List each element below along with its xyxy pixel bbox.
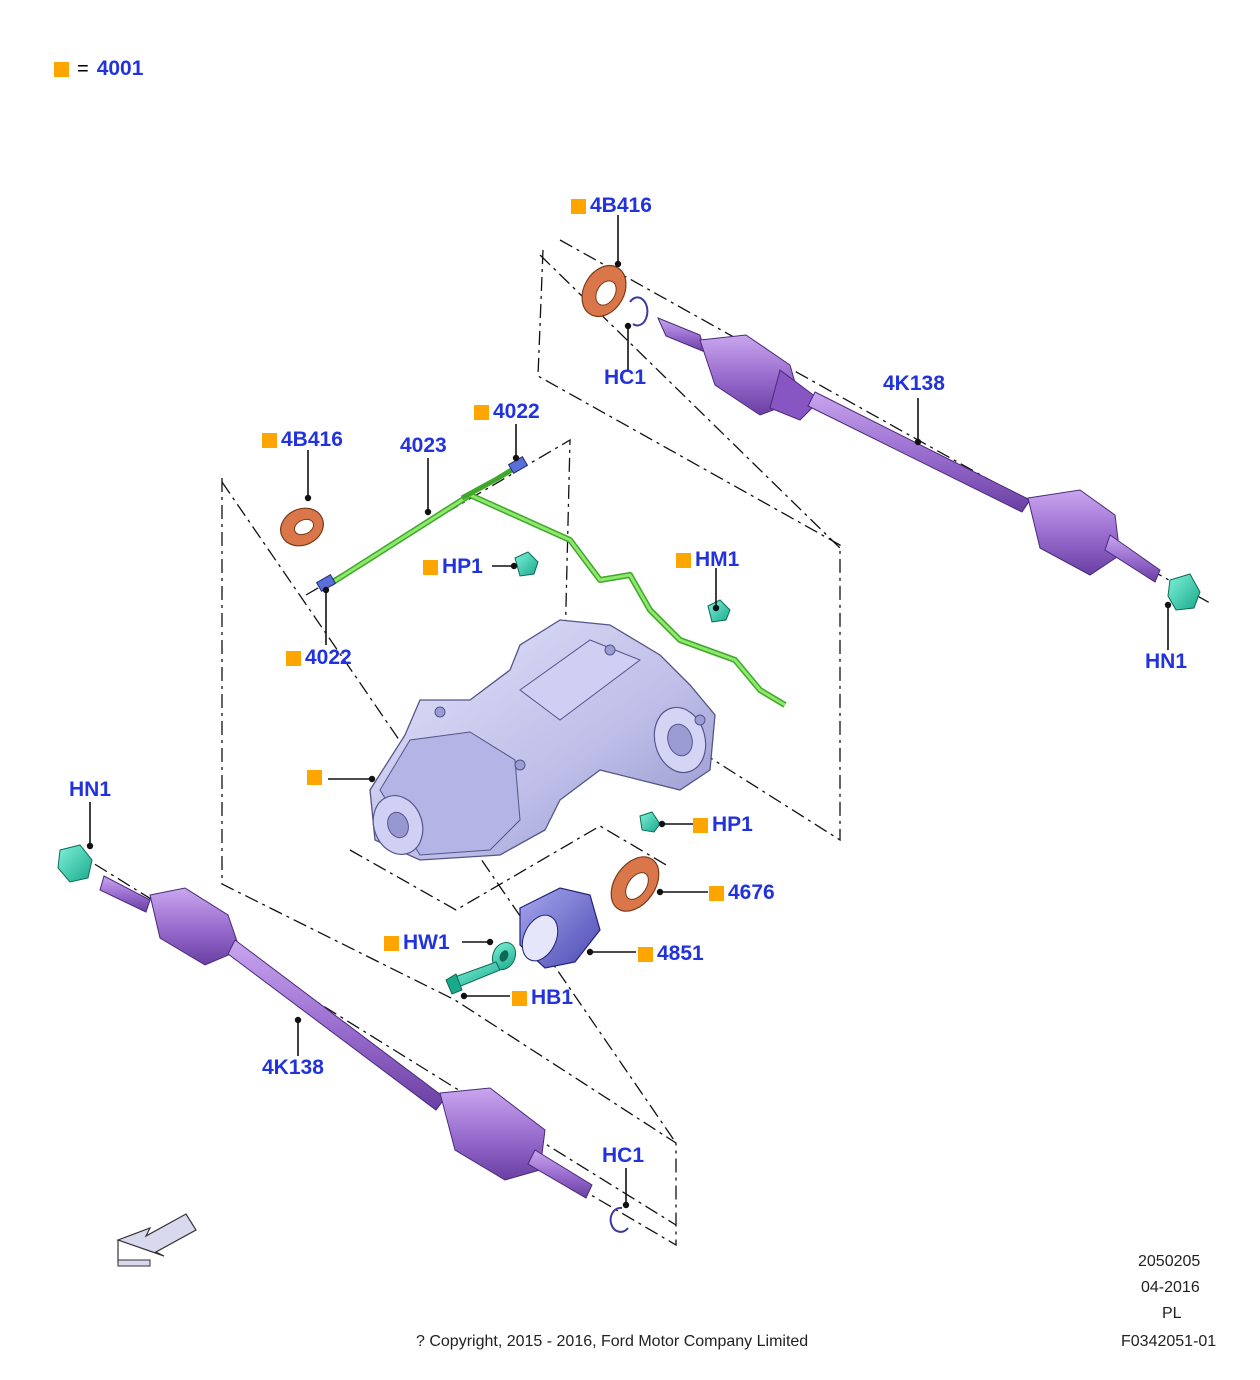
- callout-4k138-bottom[interactable]: 4K138: [262, 1056, 324, 1080]
- callout-label: 4K138: [883, 372, 945, 395]
- legend: = 4001: [54, 57, 143, 81]
- marker-square: [423, 559, 438, 575]
- legend-marker: [54, 61, 69, 77]
- callout-hn1-left[interactable]: HN1: [69, 778, 111, 802]
- marker-square: [384, 935, 399, 951]
- callout-4022-top[interactable]: 4022: [474, 400, 540, 424]
- callout-4851[interactable]: 4851: [638, 942, 704, 966]
- callout-label: HP1: [712, 813, 753, 836]
- callout-label: HN1: [69, 778, 112, 801]
- upper-axle-shaft: [657, 317, 1161, 583]
- marker-square: [262, 432, 277, 448]
- callout-hp1-bottom[interactable]: HP1: [693, 813, 753, 837]
- callout-4b416-left[interactable]: 4B416: [262, 428, 343, 452]
- mount-bushing: [519, 887, 601, 969]
- figure-code: F0342051-01: [1121, 1333, 1217, 1350]
- marker-square: [512, 990, 527, 1006]
- circlips: [609, 296, 649, 1233]
- leader-dots: [86, 260, 1172, 1209]
- marker-square: [709, 885, 724, 901]
- callout-label: HP1: [442, 555, 483, 578]
- callout-label: HC1: [604, 366, 647, 389]
- illustration-number: 2050205: [1138, 1253, 1201, 1270]
- callout-label: HC1: [602, 1144, 645, 1167]
- marker-square: [286, 650, 301, 666]
- legend-equals: =: [77, 57, 89, 80]
- callout-label: 4B416: [590, 194, 652, 217]
- callout-4b416-top[interactable]: 4B416: [571, 194, 652, 218]
- callout-label: HB1: [531, 986, 574, 1009]
- marker-square: [638, 946, 653, 962]
- callout-hm1[interactable]: HM1: [676, 548, 739, 572]
- callout-hc1-bottom[interactable]: HC1: [602, 1144, 644, 1168]
- marker-square: [307, 770, 322, 785]
- hub-nuts: [57, 573, 1201, 883]
- lower-axle-shaft: [99, 875, 593, 1199]
- copyright-notice: ? Copyright, 2015 - 2016, Ford Motor Com…: [416, 1333, 809, 1350]
- legend-code: 4001: [96, 57, 144, 80]
- callout-housing[interactable]: [307, 770, 326, 785]
- marker-square: [571, 198, 586, 214]
- callout-label: 4022: [493, 400, 540, 423]
- oil-seals: [280, 264, 660, 912]
- leader-lines: [89, 215, 1169, 1205]
- callout-label: 4B416: [281, 428, 343, 451]
- callout-4676[interactable]: 4676: [709, 881, 775, 905]
- callout-hw1[interactable]: HW1: [384, 931, 450, 955]
- callout-hb1[interactable]: HB1: [512, 986, 573, 1010]
- callout-label: 4K138: [262, 1056, 324, 1079]
- callout-label: HM1: [695, 548, 740, 571]
- plugs: [514, 551, 731, 833]
- front-direction-arrow-icon: [116, 1213, 197, 1267]
- marker-square: [474, 404, 489, 420]
- rear-differential-housing: [369, 619, 716, 861]
- callout-hn1-right[interactable]: HN1: [1145, 650, 1187, 674]
- callout-4023[interactable]: 4023: [400, 434, 447, 458]
- marker-square: [693, 817, 708, 833]
- marker-square: [676, 552, 691, 568]
- callout-4k138-top[interactable]: 4K138: [883, 372, 945, 396]
- callout-label: 4851: [657, 942, 704, 965]
- illustration-date: 04-2016: [1141, 1279, 1200, 1296]
- language-code: PL: [1162, 1305, 1182, 1322]
- callout-label: HN1: [1145, 650, 1188, 673]
- callout-hp1-top[interactable]: HP1: [423, 555, 483, 579]
- callout-label: 4022: [305, 646, 352, 669]
- callout-label: HW1: [403, 931, 450, 954]
- callout-4022-left[interactable]: 4022: [286, 646, 352, 670]
- vent-hose: [315, 455, 787, 708]
- callout-hc1-top[interactable]: HC1: [604, 366, 646, 390]
- washer-and-bolt: [445, 941, 517, 995]
- callout-label: 4676: [728, 881, 775, 904]
- callout-label: 4023: [400, 434, 447, 457]
